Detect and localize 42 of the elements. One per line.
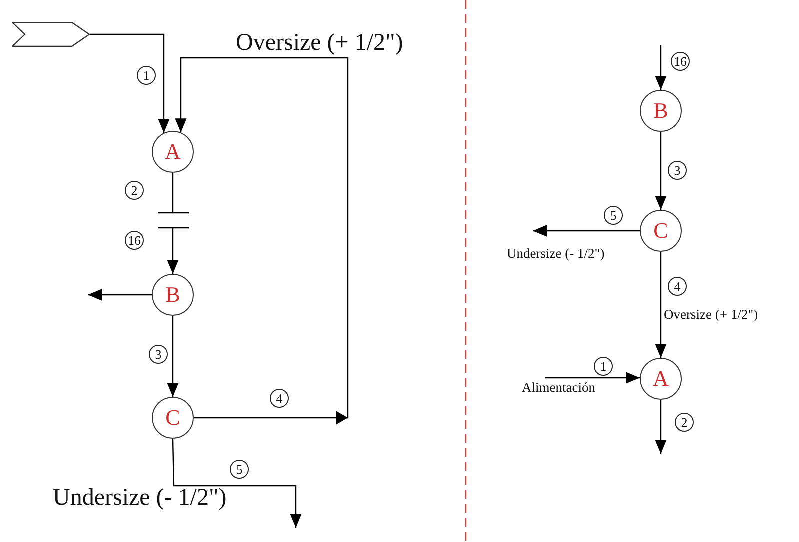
stream-number: 16 — [671, 52, 690, 71]
stream-number: 16 — [125, 231, 144, 250]
process-circle — [640, 90, 682, 132]
stream-number: 1 — [594, 357, 613, 376]
flow-arrow — [175, 57, 349, 425]
process-circle — [640, 358, 682, 400]
flow-arrow — [167, 228, 179, 274]
unit-letter: C — [166, 407, 180, 429]
process-circle — [152, 274, 194, 316]
flow-arrow — [172, 438, 302, 528]
stream-label: Undersize (- 1/2") — [507, 246, 605, 262]
flow-arrow — [167, 316, 179, 397]
stream-number: 4 — [270, 389, 289, 408]
process-circle — [152, 397, 194, 439]
unit-letter: A — [653, 368, 669, 390]
stream-number: 3 — [149, 345, 168, 364]
flow-arrow — [88, 289, 152, 301]
stream-number: 5 — [604, 206, 623, 225]
flow-arrow — [655, 45, 667, 90]
process-circle — [152, 131, 194, 173]
process-circle — [640, 210, 682, 252]
flow-arrow — [655, 132, 667, 210]
stream-number: 3 — [668, 161, 687, 180]
stream-label: Alimentación — [522, 380, 596, 396]
unit-letter: B — [654, 100, 668, 122]
stream-label: Oversize (+ 1/2") — [236, 30, 404, 56]
stream-number: 2 — [125, 181, 144, 200]
stream-label: Oversize (+ 1/2") — [664, 308, 758, 323]
stream-label: Undersize (- 1/2") — [53, 485, 227, 512]
unit-letter: C — [654, 220, 668, 242]
unit-letter: B — [166, 284, 180, 306]
flow-arrow — [533, 225, 640, 237]
stream-number: 1 — [137, 66, 156, 85]
unit-letter: A — [165, 141, 181, 163]
stream-number: 2 — [675, 413, 694, 432]
flow-arrow — [655, 252, 667, 358]
flow-arrow — [655, 400, 667, 454]
stream-number: 4 — [668, 277, 687, 296]
flow-arrow — [545, 372, 640, 384]
feed-chevron — [12, 22, 90, 47]
stream-number: 5 — [230, 460, 249, 479]
flow-arrow — [90, 34, 170, 134]
